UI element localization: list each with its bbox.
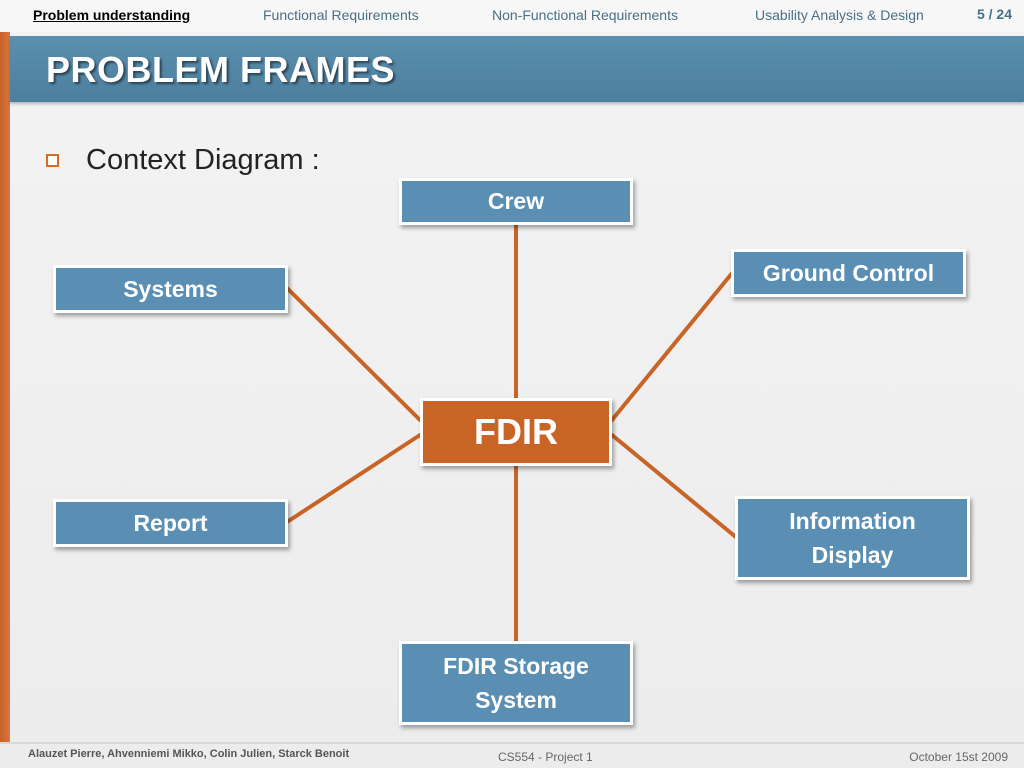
node-fdir-label: FDIR [474, 411, 558, 452]
node-ground-control-label: Ground Control [762, 259, 935, 286]
page-number: 5 / 24 [976, 6, 1012, 22]
footer-authors: Alauzet Pierre, Ahvenniemi Mikko, Colin … [28, 748, 350, 760]
connector-information-display [610, 433, 739, 540]
node-information-display: Information Display [735, 496, 970, 580]
left-accent-bar [0, 32, 10, 742]
connector-ground-control [610, 270, 735, 422]
bullet-text: Context Diagram : [86, 144, 320, 176]
node-systems: Systems [53, 265, 288, 313]
checkbox-bullet-icon [46, 154, 59, 167]
footer-divider [0, 742, 1024, 744]
connector-systems [285, 286, 422, 422]
footer-date: October 15st 2009 [909, 750, 1008, 764]
nav-item-usability-analysis[interactable]: Usability Analysis & Design [755, 7, 924, 23]
node-ground-control: Ground Control [731, 249, 966, 297]
title-band: PROBLEM FRAMES [10, 36, 1024, 102]
nav-item-functional-requirements[interactable]: Functional Requirements [263, 7, 419, 23]
node-fdir-storage-line1: FDIR Storage [443, 652, 589, 679]
node-report: Report [53, 499, 288, 547]
node-information-display-line1: Information [789, 507, 916, 534]
node-report-label: Report [133, 509, 208, 536]
nav-item-non-functional-requirements[interactable]: Non-Functional Requirements [492, 7, 678, 23]
nav-item-problem-understanding[interactable]: Problem understanding [33, 7, 191, 23]
footer-course: CS554 - Project 1 [498, 750, 593, 764]
slide-title: PROBLEM FRAMES [46, 49, 395, 90]
node-fdir-storage: FDIR Storage System [399, 641, 633, 725]
node-crew-label: Crew [487, 188, 545, 215]
node-information-display-line2: Display [811, 542, 894, 568]
connector-report [285, 433, 422, 524]
node-crew: Crew [399, 178, 633, 225]
node-fdir-storage-line2: System [475, 687, 557, 713]
node-fdir: FDIR [420, 398, 612, 466]
node-systems-label: Systems [123, 275, 218, 302]
top-navigation: Problem understanding Functional Require… [0, 0, 1024, 32]
